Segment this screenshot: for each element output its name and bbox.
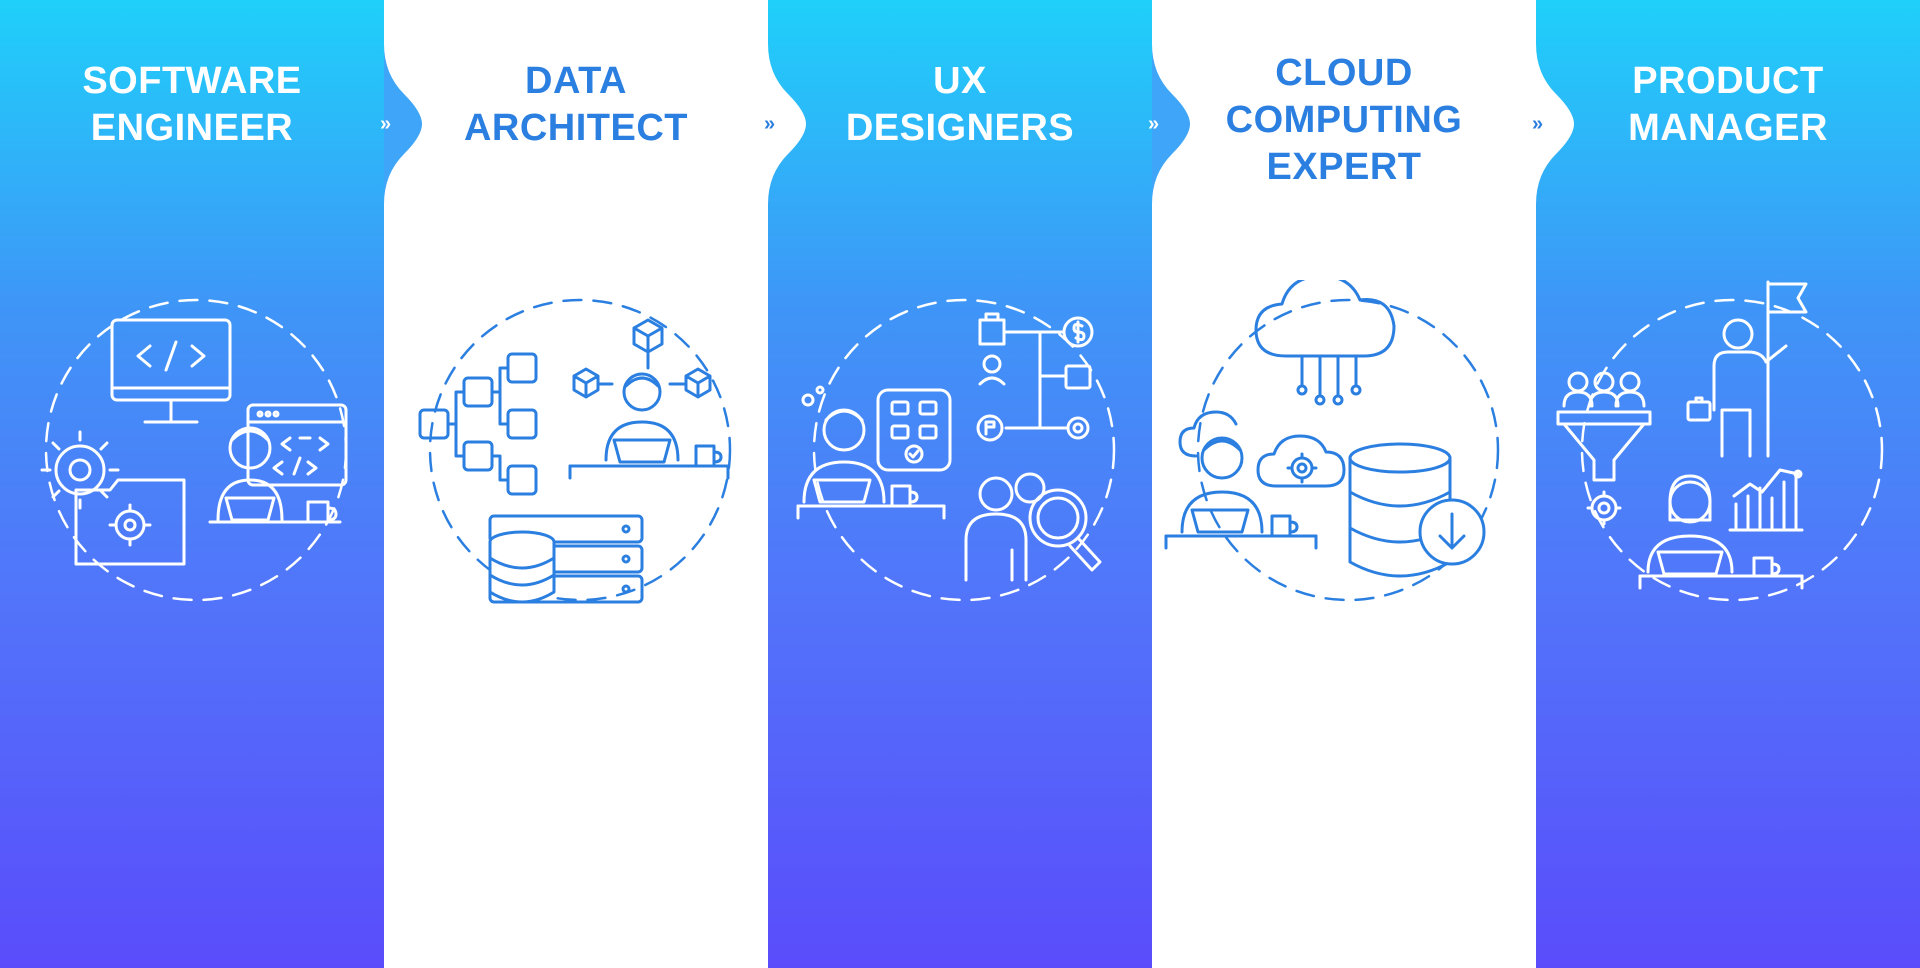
title-line: DATA: [525, 60, 627, 102]
panel-title: PRODUCT MANAGER: [1536, 58, 1920, 152]
chevron-right-icon: »: [764, 113, 775, 135]
dashed-circle: [1580, 298, 1884, 602]
title-line: CLOUD: [1275, 52, 1413, 94]
panel-data-architect: DATA ARCHITECT: [384, 0, 768, 968]
person-chart-icon: [1638, 468, 1804, 590]
panel-title: DATA ARCHITECT: [384, 58, 768, 152]
database-server-icon: [488, 514, 644, 604]
monitor-code-icon: [110, 318, 232, 424]
ux-designers-illustration: [796, 298, 1116, 602]
title-line: PRODUCT: [1632, 60, 1824, 102]
person-laptop-icon: [568, 372, 730, 480]
panel-ux-designers: UX DESIGNERS: [768, 0, 1152, 968]
title-line: ENGINEER: [90, 107, 294, 149]
software-engineer-illustration: [40, 298, 348, 602]
tree-diagram-icon: [418, 352, 538, 496]
title-line: UX: [933, 60, 987, 102]
dashed-circle: [428, 298, 732, 602]
funnel-people-icon: [1556, 371, 1652, 526]
panel-title: SOFTWARE ENGINEER: [0, 58, 384, 152]
title-line: MANAGER: [1628, 107, 1828, 149]
gear-folder-icon: [40, 430, 186, 566]
data-architect-illustration: [418, 298, 732, 604]
cloud-network-icon: [1254, 280, 1396, 406]
title-line: COMPUTING: [1225, 99, 1463, 141]
product-manager-illustration: [1556, 280, 1884, 602]
leader-flag-icon: [1686, 280, 1808, 458]
chevron-right-icon: »: [1532, 113, 1543, 135]
database-download-icon: [1348, 442, 1486, 578]
panel-product-manager: PRODUCT MANAGER: [1536, 0, 1920, 968]
title-line: EXPERT: [1266, 146, 1422, 188]
cloud-gear-icon: [1178, 410, 1346, 488]
cube-icon: [572, 318, 712, 399]
wireframe-icon: [876, 388, 952, 472]
person-laptop-icon: [1164, 436, 1318, 550]
dashed-circle: [1196, 298, 1500, 602]
person-laptop-icon: [796, 385, 946, 520]
chevron-right-icon: »: [1148, 113, 1159, 135]
code-window-icon: [246, 403, 348, 487]
ux-flow-icons: [976, 312, 1094, 442]
cloud-computing-expert-illustration: [1164, 280, 1500, 602]
user-research-icon: [964, 472, 1102, 582]
chevron-right-icon: »: [380, 113, 391, 135]
person-laptop-icon: [208, 426, 342, 524]
title-line: ARCHITECT: [463, 107, 689, 149]
dashed-circle: [812, 298, 1116, 602]
title-line: DESIGNERS: [845, 107, 1075, 149]
panel-cloud-computing-expert: CLOUD COMPUTING EXPERT: [1152, 0, 1536, 968]
panel-title: UX DESIGNERS: [768, 58, 1152, 152]
panel-software-engineer: SOFTWARE ENGINEER: [0, 0, 384, 968]
panel-title: CLOUD COMPUTING EXPERT: [1152, 50, 1536, 191]
title-line: SOFTWARE: [82, 60, 302, 102]
